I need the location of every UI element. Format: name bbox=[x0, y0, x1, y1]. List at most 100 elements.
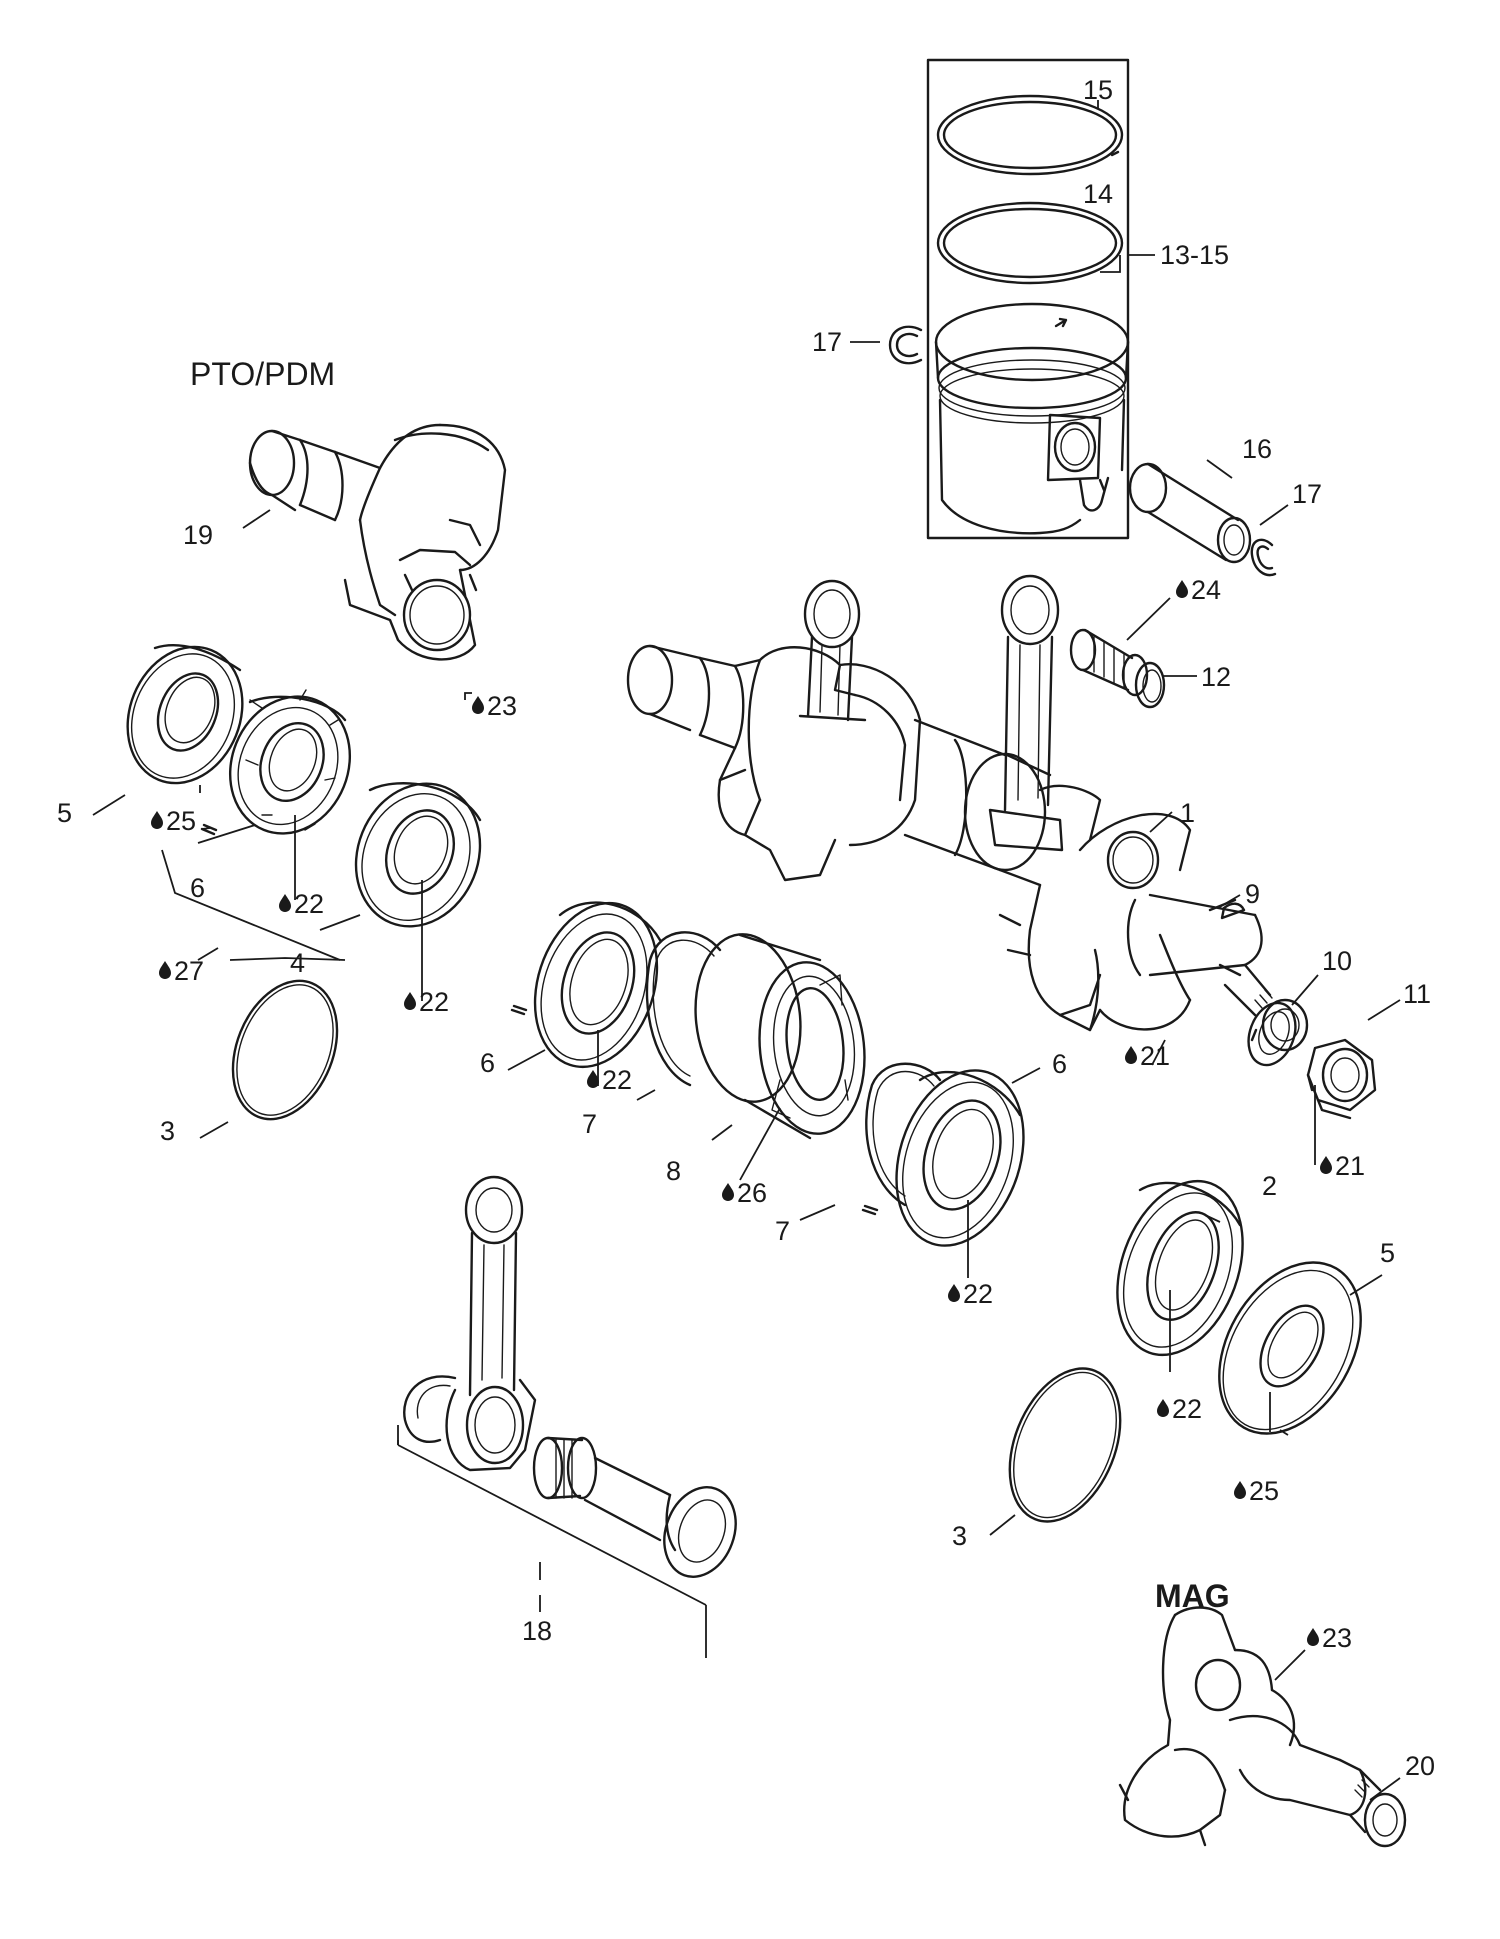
oil-drop-icon bbox=[404, 992, 416, 1010]
dowel-pin-center-left bbox=[510, 1004, 528, 1016]
callout-10: 10 bbox=[1322, 946, 1352, 976]
lube-callout-23-mag: 23 bbox=[1307, 1623, 1352, 1653]
oil-seal-left bbox=[126, 644, 244, 785]
piston-pin bbox=[1128, 462, 1252, 564]
svg-text:22: 22 bbox=[419, 987, 449, 1017]
oil-drop-icon bbox=[279, 894, 291, 912]
svg-text:27: 27 bbox=[174, 956, 204, 986]
lube-callout-22-left-inner: 22 bbox=[279, 889, 324, 919]
lube-callout-21-nut: 21 bbox=[1320, 1151, 1365, 1181]
retaining-ring-center-left bbox=[645, 931, 722, 1087]
lube-callout-25-right: 25 bbox=[1234, 1476, 1279, 1506]
ball-bearing-center-right bbox=[895, 1069, 1025, 1247]
connecting-rod-kit bbox=[403, 1175, 737, 1578]
callout-6-center: 6 bbox=[480, 1048, 495, 1078]
oil-drop-icon bbox=[1320, 1156, 1332, 1174]
pto-crank-half bbox=[248, 423, 507, 661]
svg-text:22: 22 bbox=[963, 1279, 993, 1309]
section-label-mag: MAG bbox=[1155, 1578, 1230, 1614]
callout-8: 8 bbox=[666, 1156, 681, 1186]
svg-text:23: 23 bbox=[487, 691, 517, 721]
ball-bearing-left-2 bbox=[354, 782, 482, 928]
oil-drop-icon bbox=[1125, 1046, 1137, 1064]
callout-14: 14 bbox=[1083, 179, 1113, 209]
callout-13-15: 13-15 bbox=[1160, 240, 1229, 270]
callout-6-left: 6 bbox=[190, 873, 205, 903]
callout-7-left: 7 bbox=[582, 1109, 597, 1139]
oil-drop-icon bbox=[1176, 580, 1188, 598]
svg-text:24: 24 bbox=[1191, 575, 1221, 605]
crank-nut bbox=[1306, 1038, 1377, 1120]
callout-5-left: 5 bbox=[57, 798, 72, 828]
callout-7-right: 7 bbox=[775, 1216, 790, 1246]
piston-ring-upper bbox=[936, 94, 1124, 176]
svg-text:22: 22 bbox=[602, 1065, 632, 1095]
retaining-ring-center-right bbox=[865, 1062, 942, 1207]
lube-callout-23-pto: 23 bbox=[472, 691, 517, 721]
oil-drop-icon bbox=[159, 961, 171, 979]
callout-20: 20 bbox=[1405, 1751, 1435, 1781]
piston bbox=[934, 302, 1130, 535]
svg-text:22: 22 bbox=[1172, 1394, 1202, 1424]
o-ring-right bbox=[1008, 1367, 1122, 1523]
oil-drop-icon bbox=[1307, 1628, 1319, 1646]
lube-callout-22-right: 22 bbox=[1157, 1394, 1202, 1424]
callout-3-right: 3 bbox=[952, 1521, 967, 1551]
center-bearing-sleeve bbox=[694, 933, 866, 1140]
ball-bearing-left-1 bbox=[228, 689, 352, 835]
svg-text:25: 25 bbox=[1249, 1476, 1279, 1506]
callout-19: 19 bbox=[183, 520, 213, 550]
svg-text:22: 22 bbox=[294, 889, 324, 919]
svg-text:23: 23 bbox=[1322, 1623, 1352, 1653]
svg-text:21: 21 bbox=[1140, 1041, 1170, 1071]
oil-drop-icon bbox=[1234, 1481, 1246, 1499]
lube-callout-22-center-right: 22 bbox=[948, 1279, 993, 1309]
thrust-washer-small bbox=[1134, 661, 1166, 709]
lube-callout-22-center: 22 bbox=[587, 1065, 632, 1095]
crank-connecting-rod-right bbox=[988, 574, 1064, 852]
circlip-right bbox=[1250, 538, 1277, 577]
piston-kit-box bbox=[926, 58, 1130, 540]
callout-4: 4 bbox=[290, 948, 305, 978]
callout-16: 16 bbox=[1242, 434, 1272, 464]
callout-15: 15 bbox=[1083, 75, 1113, 105]
callout-11: 11 bbox=[1403, 979, 1431, 1009]
dowel-pin-center-right bbox=[861, 1204, 879, 1216]
o-ring-left bbox=[231, 979, 339, 1121]
oil-drop-icon bbox=[472, 696, 484, 714]
needle-bearing-small bbox=[1069, 628, 1149, 697]
section-label-pto: PTO/PDM bbox=[190, 356, 335, 392]
leader-lines bbox=[92, 100, 1401, 1801]
svg-text:21: 21 bbox=[1335, 1151, 1365, 1181]
callout-18: 18 bbox=[522, 1616, 552, 1646]
woodruff-key bbox=[1220, 902, 1246, 920]
ball-bearing-right bbox=[1116, 1179, 1244, 1357]
crankshaft-assembly bbox=[626, 644, 1309, 1052]
callout-12: 12 bbox=[1201, 662, 1231, 692]
oil-drop-icon bbox=[1157, 1399, 1169, 1417]
callout-5-right: 5 bbox=[1380, 1238, 1395, 1268]
svg-text:25: 25 bbox=[166, 806, 196, 836]
callout-9: 9 bbox=[1245, 879, 1260, 909]
lube-callout-27: 27 bbox=[159, 956, 204, 986]
callout-2: 2 bbox=[1262, 1171, 1277, 1201]
oil-drop-icon bbox=[722, 1183, 734, 1201]
piston-ring-lower bbox=[936, 201, 1124, 285]
circlip-left bbox=[888, 325, 923, 365]
callout-1: 1 bbox=[1180, 798, 1195, 828]
lube-callout-26: 26 bbox=[722, 1178, 767, 1208]
ball-bearing-center-left bbox=[533, 901, 662, 1069]
lube-callout-21-crank: 21 bbox=[1125, 1041, 1170, 1071]
callout-17-left: 17 bbox=[812, 327, 842, 357]
callout-6-right: 6 bbox=[1052, 1049, 1067, 1079]
callout-3-left: 3 bbox=[160, 1116, 175, 1146]
mag-crank-half bbox=[1118, 1606, 1407, 1848]
svg-text:26: 26 bbox=[737, 1178, 767, 1208]
oil-drop-icon bbox=[948, 1284, 960, 1302]
dowel-pin-left bbox=[200, 823, 218, 836]
callout-17-right: 17 bbox=[1292, 479, 1322, 509]
oil-drop-icon bbox=[151, 811, 163, 829]
lube-callout-25-left: 25 bbox=[151, 806, 196, 836]
lock-washer bbox=[1247, 1001, 1297, 1067]
